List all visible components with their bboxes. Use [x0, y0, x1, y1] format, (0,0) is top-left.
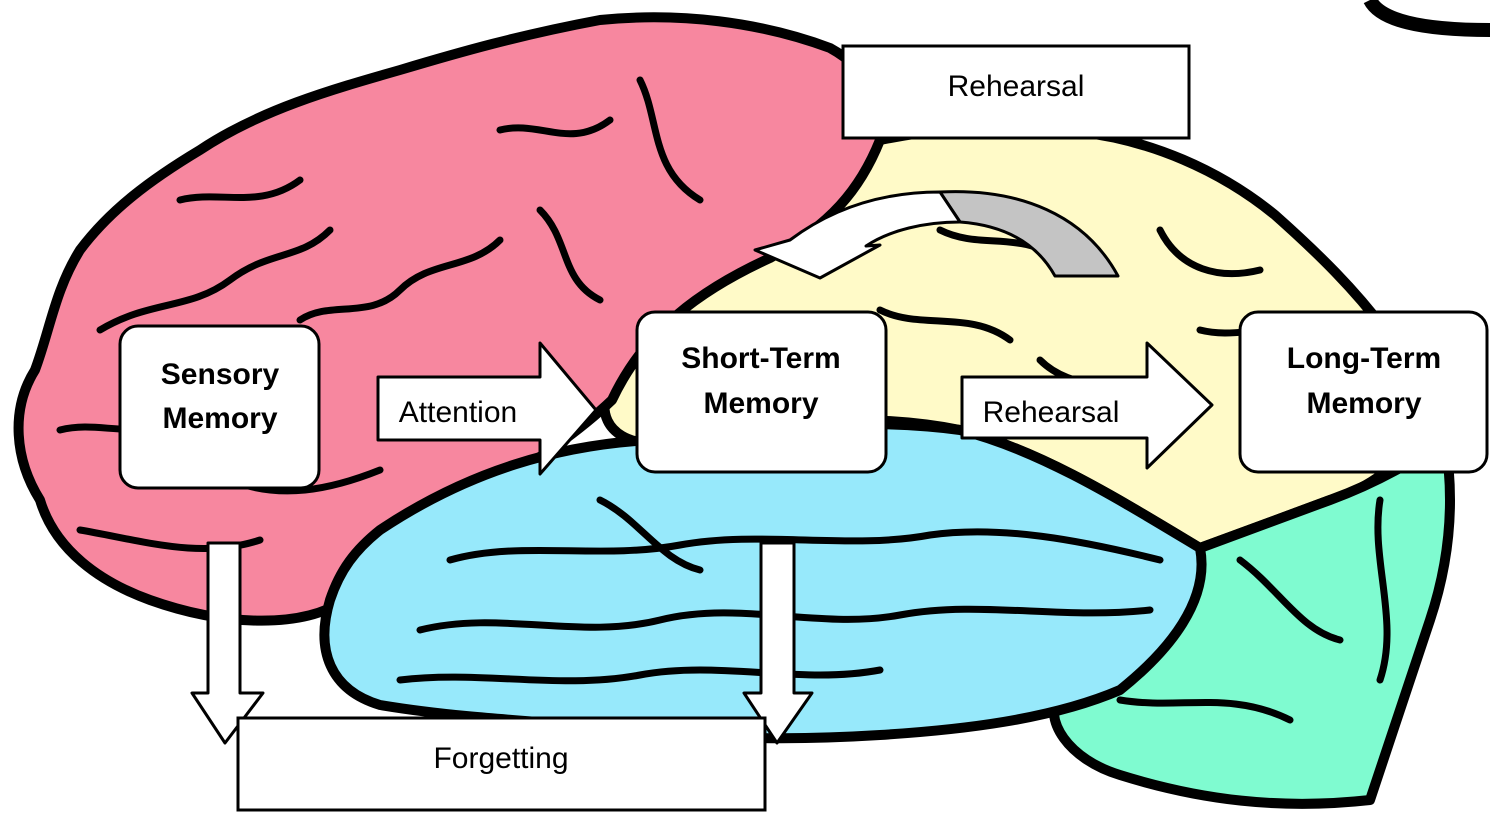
- memory-node-sensory-line2: Memory: [162, 402, 277, 435]
- memory-node-long-term-line1: Long-Term: [1287, 342, 1441, 375]
- memory-node-sensory: Sensory Memory: [120, 326, 319, 488]
- rehearsal-mid-label: Rehearsal: [983, 396, 1120, 429]
- rehearsal-top-label-box: Rehearsal: [843, 46, 1189, 138]
- forgetting-label-box: Forgetting: [238, 718, 765, 810]
- memory-node-short-term-line2: Memory: [703, 387, 818, 420]
- memory-node-long-term-line2: Memory: [1306, 387, 1421, 420]
- attention-label: Attention: [399, 396, 517, 429]
- memory-node-sensory-line1: Sensory: [161, 358, 280, 391]
- memory-node-short-term: Short-Term Memory: [637, 312, 886, 472]
- memory-node-long-term: Long-Term Memory: [1240, 312, 1487, 472]
- forgetting-label: Forgetting: [433, 742, 568, 775]
- corner-logo-arc: [1370, 0, 1490, 30]
- rehearsal-top-label: Rehearsal: [948, 70, 1085, 103]
- memory-node-short-term-line1: Short-Term: [681, 342, 840, 375]
